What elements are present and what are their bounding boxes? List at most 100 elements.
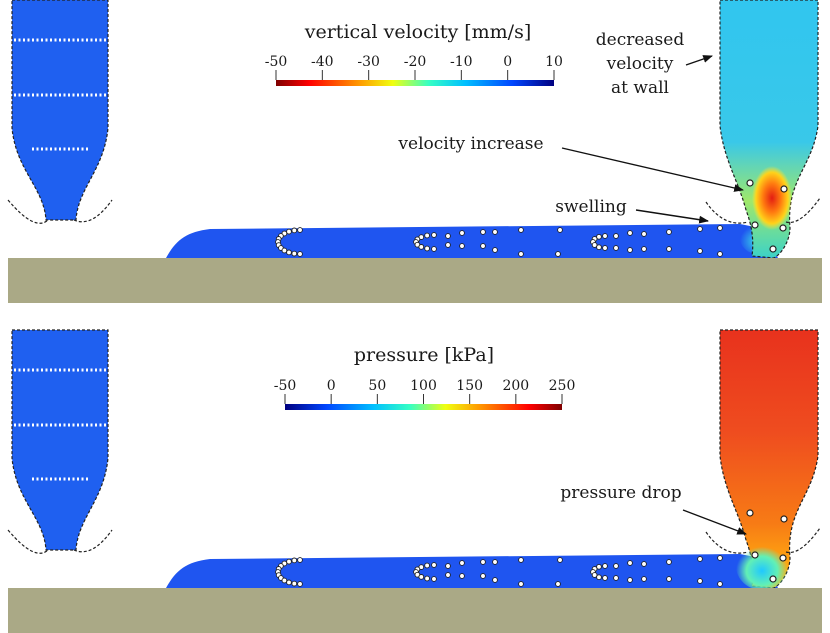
tracer-particle bbox=[297, 557, 303, 563]
colorbar-tick-label: -20 bbox=[404, 54, 427, 70]
tracer-particle bbox=[627, 577, 633, 583]
tracer-particle bbox=[492, 247, 498, 253]
tracer-particle bbox=[602, 233, 608, 239]
tracer-particle bbox=[424, 232, 430, 239]
tracer-particle bbox=[596, 244, 602, 251]
colorbar-gradient bbox=[285, 404, 562, 410]
tracer-particle bbox=[666, 246, 672, 252]
tracer-particle bbox=[613, 233, 619, 239]
tracer-particle bbox=[286, 579, 292, 586]
tracer-particle bbox=[602, 575, 608, 581]
tracer-particle bbox=[666, 576, 672, 582]
right-nozzle-field bbox=[719, 0, 819, 259]
decreased-velocity-arrow bbox=[685, 55, 713, 66]
right-nozzle-field bbox=[719, 329, 819, 589]
tracer-particle bbox=[459, 230, 465, 236]
colorbar-tick-label: 150 bbox=[456, 378, 483, 394]
substrate bbox=[8, 588, 822, 633]
tracer-particle bbox=[424, 245, 430, 252]
deposited-bead bbox=[166, 222, 778, 258]
tracer-particle bbox=[518, 557, 524, 563]
tracer-particle bbox=[480, 243, 486, 249]
tracer-particle bbox=[492, 577, 498, 583]
colorbar-title: pressure [kPa] bbox=[354, 344, 494, 366]
tracer-particle bbox=[445, 242, 451, 248]
pressure-drop-region bbox=[736, 542, 788, 590]
velocity-panel: vertical velocity [mm/s] -50-40-30-20-10… bbox=[7, 0, 822, 303]
velocity-increase-label: velocity increase bbox=[397, 134, 543, 154]
tracer-particle bbox=[418, 244, 425, 250]
tracer-particle bbox=[297, 227, 303, 233]
substrate bbox=[8, 258, 822, 303]
tracer-particle bbox=[492, 559, 498, 565]
colorbar-tick-label: 10 bbox=[545, 54, 563, 70]
tracer-particle bbox=[717, 581, 723, 587]
tracer-particle bbox=[445, 563, 451, 569]
tracer-particle bbox=[641, 231, 647, 237]
tracer-particle bbox=[641, 561, 647, 567]
left-nozzle bbox=[7, 0, 113, 224]
velocity-colorbar: vertical velocity [mm/s] -50-40-30-20-10… bbox=[265, 21, 563, 86]
tracer-particle bbox=[557, 227, 563, 233]
tracer-particle bbox=[518, 227, 524, 233]
tracer-particle bbox=[596, 563, 602, 570]
tracer-particle bbox=[297, 251, 303, 257]
colorbar-tick-label: 100 bbox=[410, 378, 437, 394]
tracer-particle bbox=[445, 233, 451, 239]
bead-field bbox=[166, 554, 778, 588]
svg-text:at wall: at wall bbox=[611, 78, 669, 98]
tracer-particle bbox=[480, 573, 486, 579]
tracer-particle bbox=[627, 560, 633, 566]
tracer-particle bbox=[518, 581, 524, 587]
colorbar-tick-label: -50 bbox=[265, 54, 288, 70]
tracer-particle bbox=[596, 233, 602, 240]
tracer-particle bbox=[431, 232, 437, 238]
tracer-particle bbox=[286, 249, 292, 256]
tracer-particle bbox=[291, 557, 298, 564]
tracer-particle bbox=[286, 558, 292, 565]
colorbar-tick-label: 0 bbox=[503, 54, 512, 70]
right-nozzle bbox=[705, 0, 821, 259]
tracer-particle bbox=[717, 251, 723, 257]
colorbar-title: vertical velocity [mm/s] bbox=[304, 21, 532, 43]
tracer-particle bbox=[596, 574, 602, 581]
tracer-particle bbox=[555, 581, 561, 587]
tracer-particle bbox=[641, 576, 647, 582]
left-nozzle-field bbox=[11, 0, 109, 221]
decreased-velocity-label: decreased bbox=[596, 30, 685, 50]
swelling-arrow bbox=[635, 209, 709, 224]
tracer-particle bbox=[627, 230, 633, 236]
colorbar-tick-label: -30 bbox=[357, 54, 380, 70]
tracer-particle bbox=[518, 251, 524, 257]
tracer-particle bbox=[613, 245, 619, 251]
tracer-particle bbox=[591, 242, 598, 248]
tracer-particle bbox=[431, 576, 437, 582]
colorbar-tick-label: -40 bbox=[311, 54, 334, 70]
tracer-particle bbox=[445, 572, 451, 578]
tracer-particle bbox=[291, 580, 298, 587]
tracer-particle bbox=[281, 577, 288, 584]
tracer-particle bbox=[431, 246, 437, 252]
tracer-particle bbox=[555, 251, 561, 257]
tracer-particle bbox=[557, 557, 563, 563]
tracer-particle bbox=[431, 562, 437, 568]
bead-particles bbox=[275, 555, 723, 587]
tracer-particle bbox=[602, 563, 608, 569]
tracer-particle bbox=[480, 559, 486, 565]
svg-text:velocity: velocity bbox=[606, 54, 674, 74]
tracer-particle bbox=[418, 574, 425, 580]
tracer-particle bbox=[424, 575, 430, 582]
tracer-particle bbox=[697, 226, 703, 232]
colorbar-tick-label: -50 bbox=[274, 378, 297, 394]
colorbar-tick-label: 250 bbox=[549, 378, 576, 394]
tracer-particle bbox=[286, 228, 292, 235]
tracer-particle bbox=[613, 563, 619, 569]
pressure-drop-label: pressure drop bbox=[560, 483, 681, 503]
bead-particles bbox=[275, 225, 723, 257]
colorbar-tick-label: 0 bbox=[327, 378, 336, 394]
